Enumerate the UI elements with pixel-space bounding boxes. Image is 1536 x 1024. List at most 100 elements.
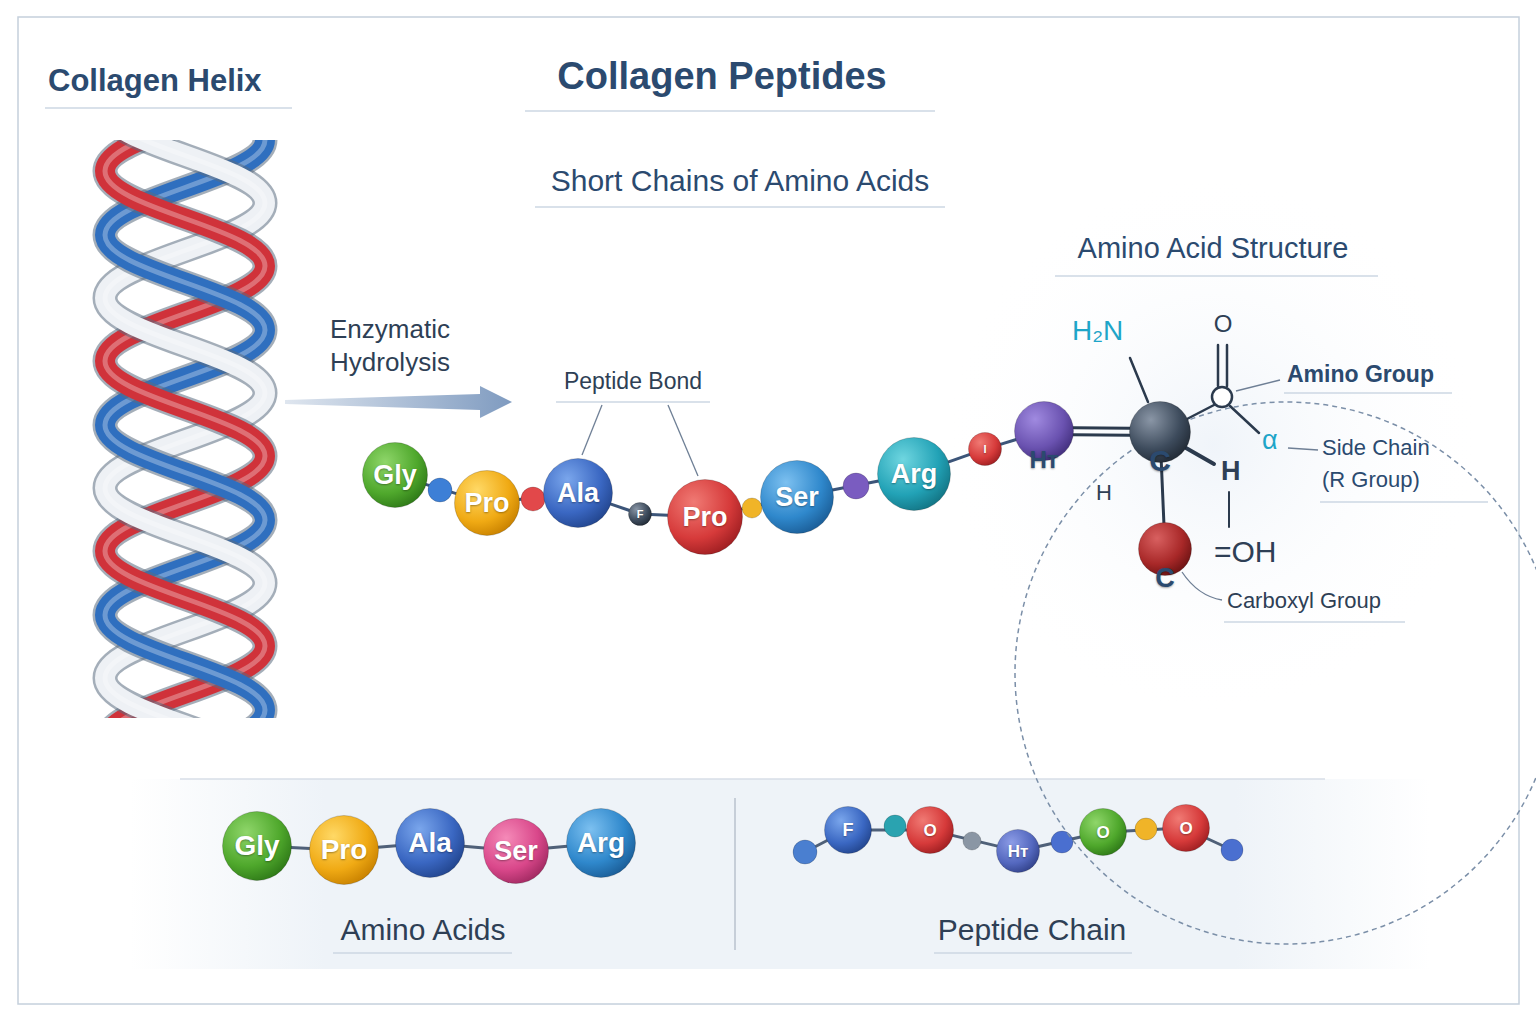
bead-fill (363, 443, 428, 508)
amino-acid-bead: O (906, 806, 954, 854)
callout-label: Peptide Bond (564, 368, 702, 396)
atom-label: O (1214, 310, 1233, 339)
bond-line (1130, 358, 1148, 402)
bead-fill (567, 809, 636, 878)
heading-rule (1224, 621, 1405, 623)
bottom-panel (130, 779, 1430, 969)
bead-fill (629, 503, 652, 526)
amino-acid-bead: F (824, 806, 872, 854)
heading-rule (556, 401, 710, 403)
amino-acid-bead: Gly (222, 811, 292, 881)
structure-bonds (1130, 345, 1259, 527)
bead-fill (668, 480, 743, 555)
bond-line (1217, 345, 1220, 386)
bead-fill (484, 819, 549, 884)
helix-strand-front (105, 678, 265, 718)
bead-label: Hт (1008, 843, 1029, 860)
bead-fill (907, 807, 954, 854)
bead-fill (310, 816, 379, 885)
amino-acid-bead: Ala (395, 808, 465, 878)
panel-divider (734, 798, 736, 950)
link-dots (428, 473, 1243, 864)
atom-label: H₂N (1072, 314, 1123, 348)
leader-line (1182, 572, 1222, 600)
callout-label: Side Chain (R Group) (1322, 432, 1450, 496)
amino-acid-bead: Ser (760, 460, 834, 534)
bond-connector (291, 846, 310, 850)
link-dot (742, 498, 762, 518)
panel-caption: Peptide Chain (938, 912, 1126, 948)
bead-label: O (1096, 824, 1109, 841)
bead-label: Arg (577, 829, 625, 857)
amino-acid-bead: I (968, 432, 1002, 466)
bead-fill (1163, 805, 1210, 852)
bead-fill (878, 438, 951, 511)
bond-connector (1000, 439, 1016, 444)
amino-acid-bead: Pro (309, 815, 379, 885)
amino-acid-bead: F (628, 502, 652, 526)
bead-fill (396, 809, 465, 878)
bond-connector (651, 513, 668, 517)
amino-acid-bead: Pro (454, 470, 520, 536)
bead-label: C (1155, 562, 1175, 594)
callout-label: Amino Group (1287, 361, 1434, 389)
bead-label: Pro (321, 836, 368, 864)
leader-line (668, 405, 698, 476)
structure-heading: Amino Acid Structure (1078, 231, 1349, 266)
atom-label: =OH (1214, 534, 1277, 570)
bead-fill (1080, 809, 1127, 856)
bond-line (1226, 345, 1229, 386)
bead-fill (761, 461, 834, 534)
bead-label: Pro (682, 504, 727, 531)
heading-rule (1055, 275, 1378, 277)
link-dot (843, 473, 869, 499)
bead-label: F (637, 509, 644, 520)
bead-label: Gly (234, 832, 279, 860)
link-dot (1221, 839, 1243, 861)
oxygen-ring (1212, 387, 1232, 407)
panel-top-rule (180, 778, 1325, 780)
amino-acid-bead: Ser (483, 818, 549, 884)
bead-label: Ser (775, 484, 819, 511)
process-label: Enzymatic Hydrolysis (330, 313, 500, 378)
atom-label: H (1221, 455, 1241, 487)
link-dot (793, 840, 817, 864)
amino-acid-bead: O (1162, 804, 1210, 852)
amino-acid-bead: Gly (362, 442, 428, 508)
link-dot (428, 478, 452, 502)
amino-acid-bead: C (1129, 401, 1191, 463)
link-dot (521, 487, 545, 511)
bond-connector (548, 846, 567, 848)
heading-rule (1320, 501, 1488, 503)
bond-line (1186, 448, 1214, 464)
bond-connector (610, 504, 629, 511)
heading-rule (333, 952, 512, 954)
amino-acid-bead: Arg (877, 437, 951, 511)
link-dot (884, 815, 906, 837)
helix-strand-front (105, 171, 265, 266)
helix-strand-front (105, 361, 265, 456)
structure-circle: HтCCAmino Acid Structure (941, 173, 1485, 717)
link-dot (963, 832, 981, 850)
bead-label: O (923, 822, 936, 839)
helix-strand-front (105, 551, 265, 646)
hydrolysis-arrow (285, 386, 512, 418)
heading-rule (525, 110, 935, 112)
heading-rule (535, 206, 945, 208)
bead-fill (825, 807, 872, 854)
atom-label: α (1262, 424, 1278, 456)
bond-connector (1073, 428, 1130, 435)
heading-rules (45, 108, 1488, 953)
amino-acid-bead: Arg (566, 808, 636, 878)
bead-label: Gly (373, 462, 417, 489)
bead-fill (544, 459, 613, 528)
bead-fill (223, 812, 292, 881)
callout-label: Carboxyl Group (1227, 588, 1381, 614)
heading-rule (45, 107, 292, 109)
atom-label: H (1096, 480, 1112, 506)
diagram-title: Collagen Peptides (557, 54, 886, 100)
bead-label: C (1149, 443, 1171, 479)
subtitle: Short Chains of Amino Acids (551, 163, 930, 199)
amino-acid-bead: Hт (996, 829, 1040, 873)
leader-line (582, 405, 602, 455)
